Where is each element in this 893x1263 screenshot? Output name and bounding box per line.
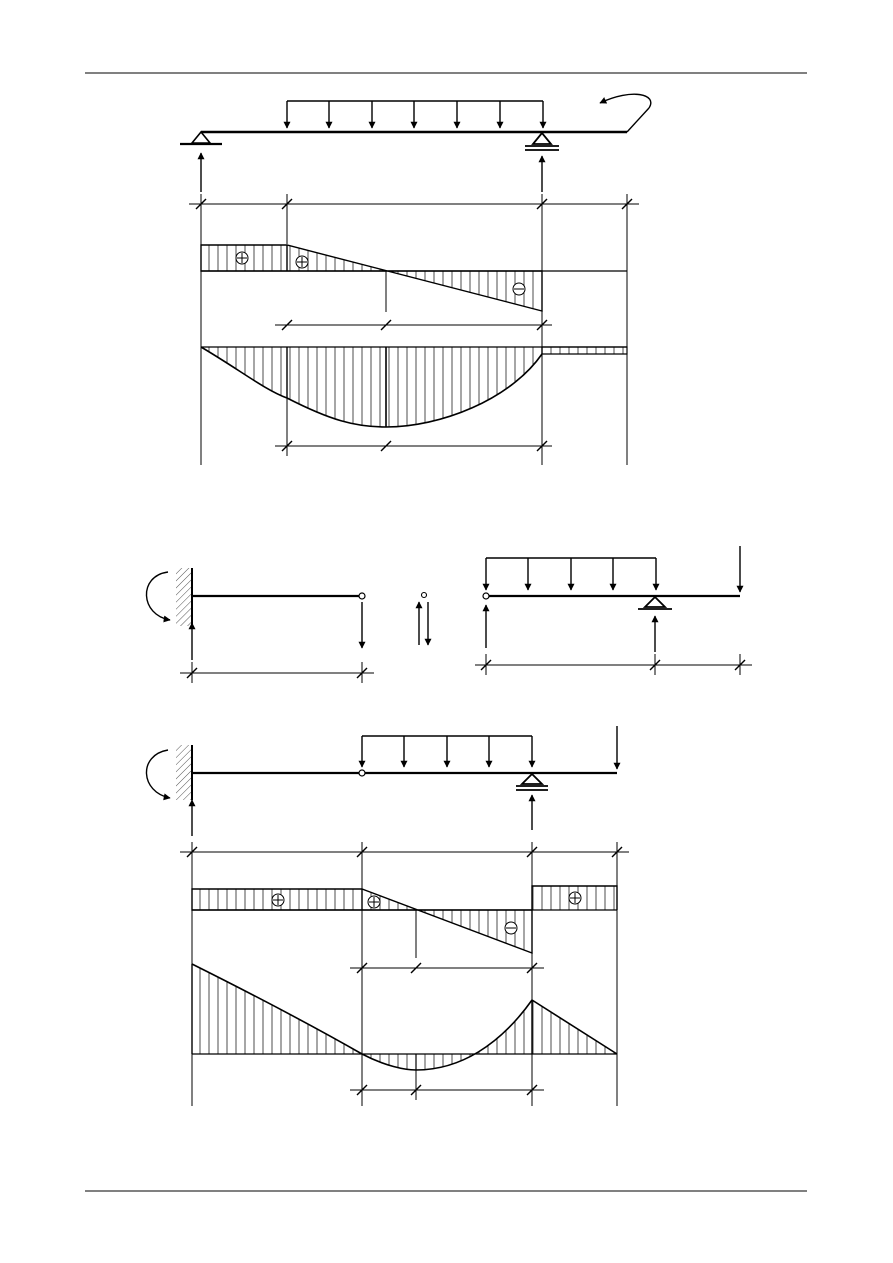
hinge-2b [482,592,490,600]
plus-sign-icon [367,895,381,909]
dimension-line-1 [189,194,639,465]
plus-sign-icon [271,893,285,907]
minus-sign-icon [512,282,526,296]
shear-diagram-1 [200,244,627,331]
moment-arrow-2 [145,571,171,623]
distributed-load-3 [358,735,536,768]
roller-support-3 [516,772,548,791]
figure-2 [145,546,752,683]
plus-sign-icon [235,251,249,265]
moment-arrow-3 [145,749,171,801]
hinge-3 [358,769,366,777]
moment-diagram-3 [191,963,618,1100]
moment-diagram-1 [200,346,628,456]
overhang-tail [626,107,650,133]
plus-sign-icon [568,891,582,905]
distributed-load-2 [482,557,660,591]
pin-support-1 [180,130,222,146]
hinge-2a [358,592,366,600]
shear-diagram-3 [191,885,618,974]
fixed-wall-3 [176,745,192,800]
roller-support-2 [638,595,672,610]
distributed-load-1 [283,100,547,129]
minus-sign-icon [504,921,518,935]
moment-arrow-1 [599,93,652,109]
fixed-wall-2 [176,568,192,626]
figure-3 [145,726,629,1106]
hinge-icon [420,591,428,599]
dimension-line-3 [180,842,629,1106]
plus-sign-icon [295,255,309,269]
figure-1 [180,93,652,465]
roller-support-1 [525,131,559,151]
